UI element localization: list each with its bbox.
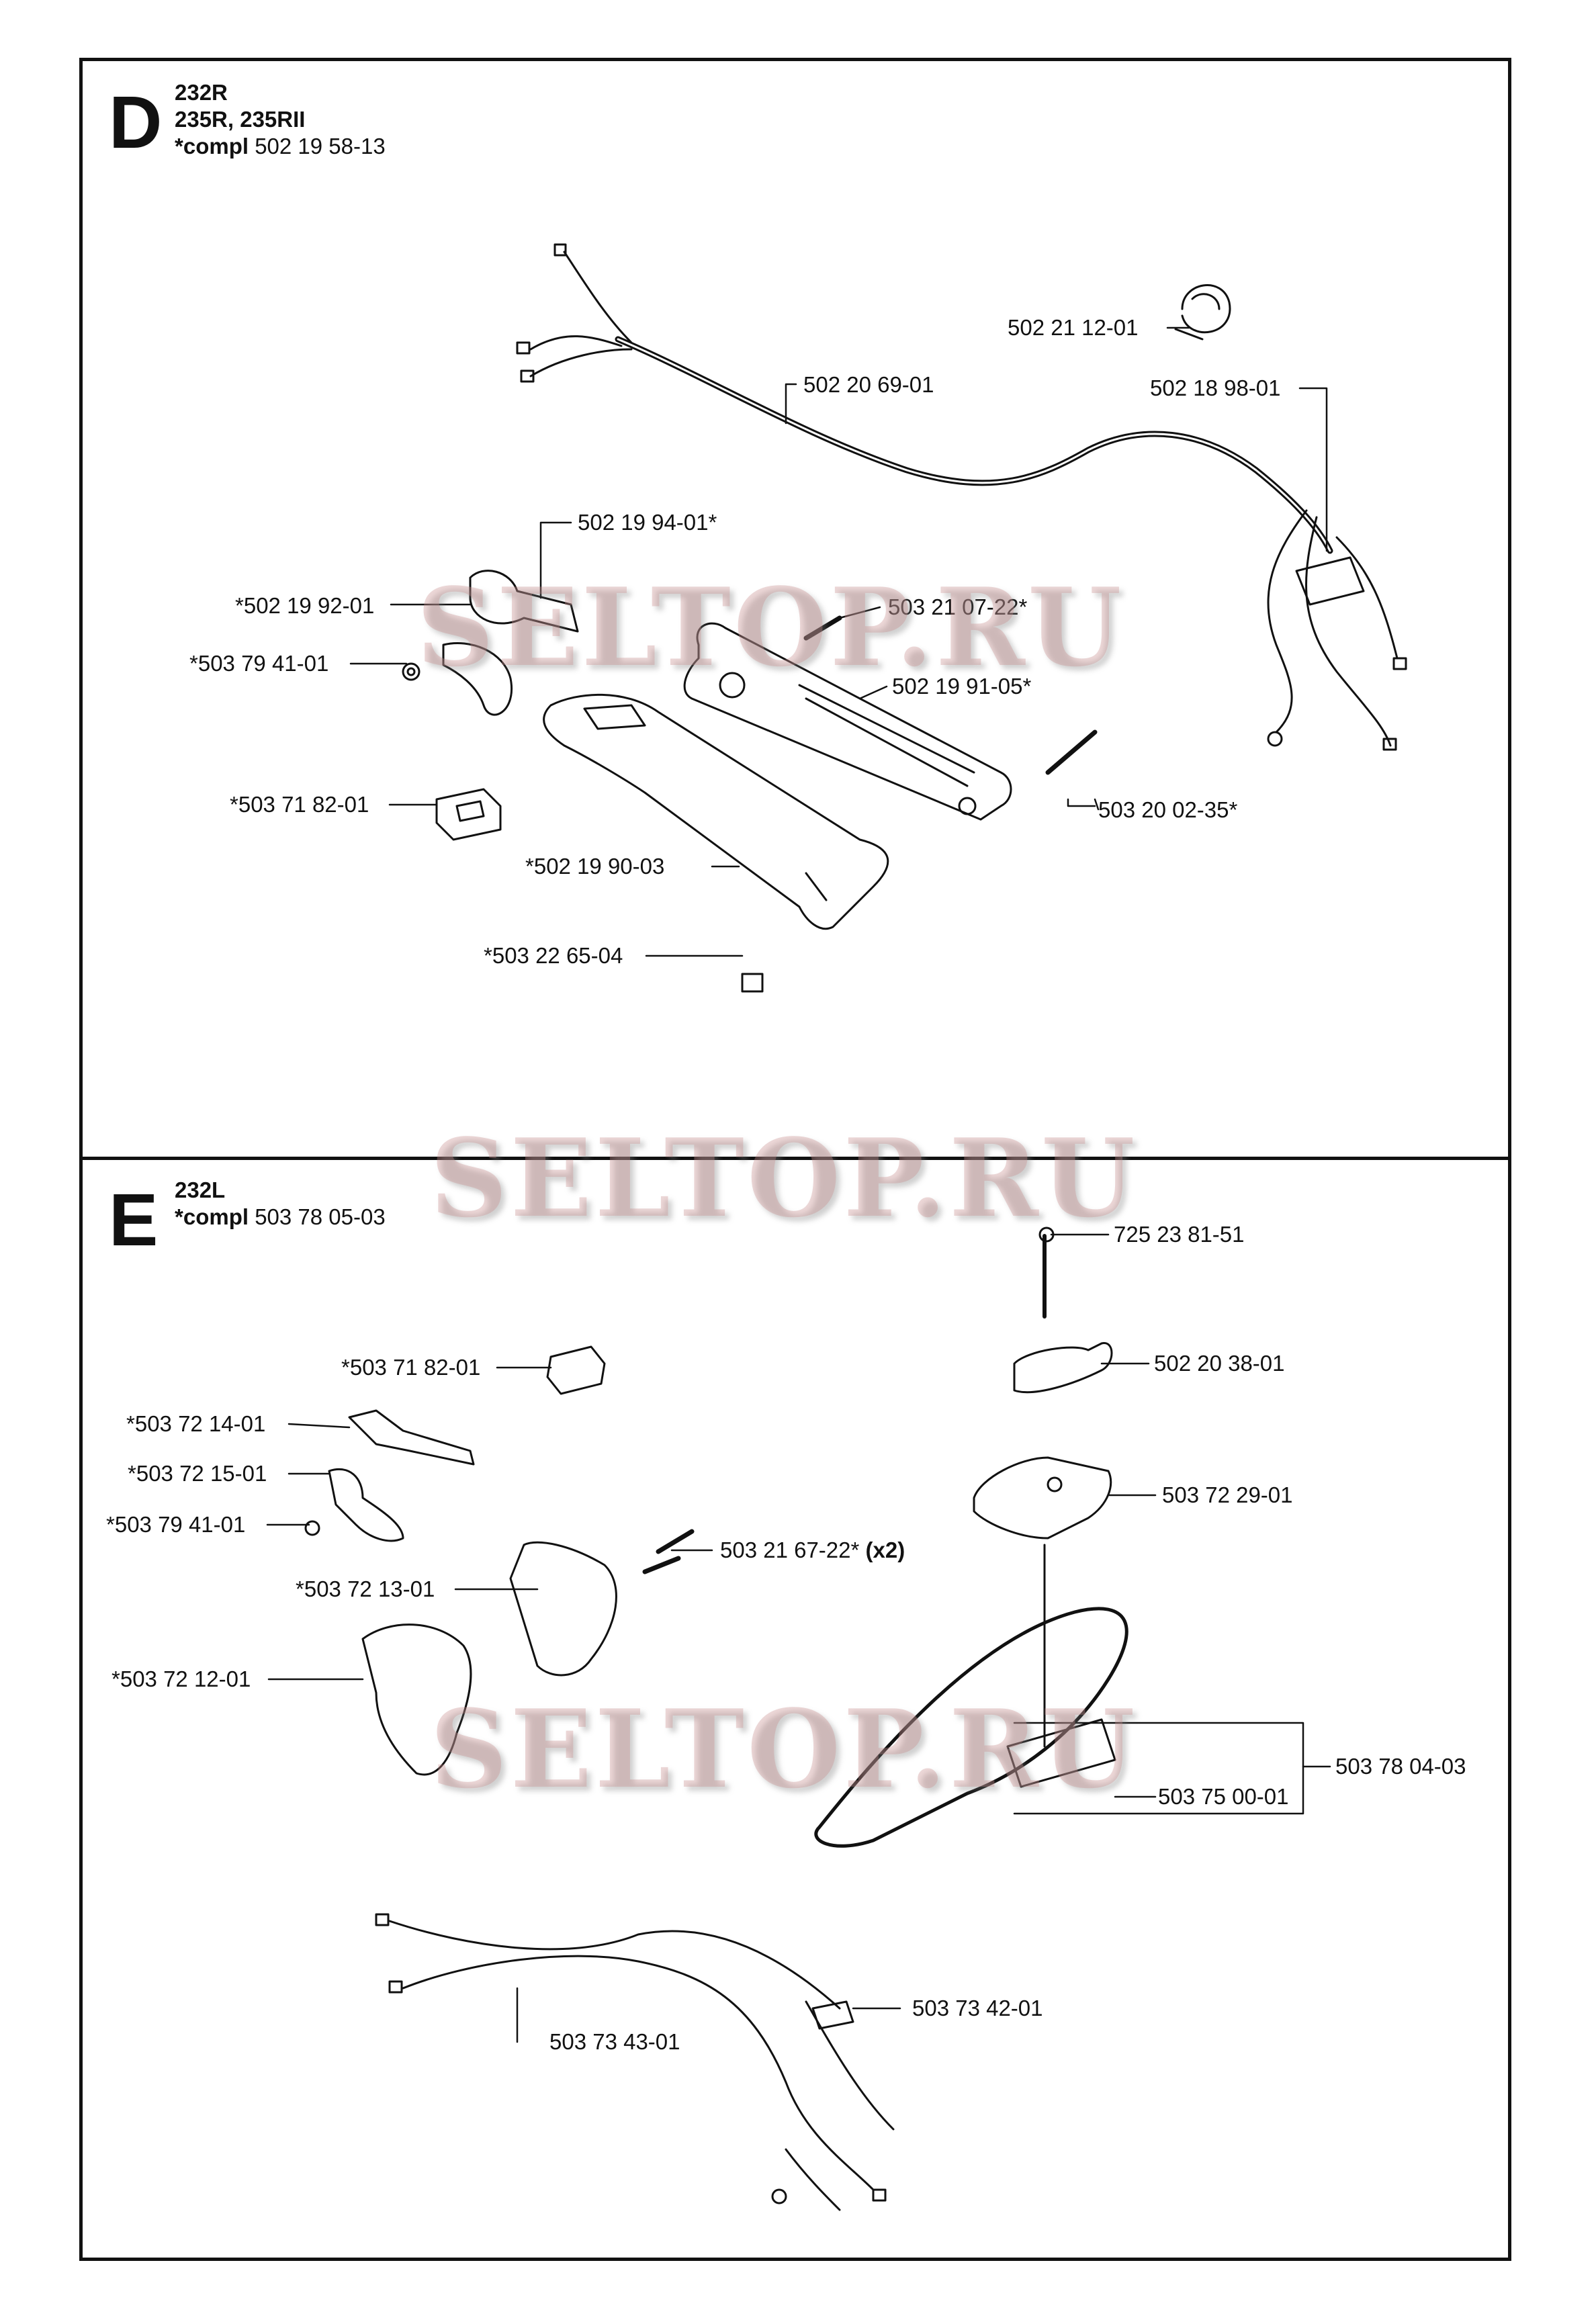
leader-lines [266, 326, 1331, 2043]
part-label: 503 73 42-01 [912, 1996, 1043, 2020]
section-e-model-1: 232L [175, 1177, 226, 1202]
part-label: 725 23 81-51 [1114, 1222, 1245, 1247]
part-label: *502 19 90-03 [525, 854, 665, 879]
part-label: *503 72 15-01 [128, 1461, 267, 1486]
part-label: *503 72 13-01 [296, 1576, 435, 1601]
quantity: (x2) [865, 1538, 905, 1562]
part-label: 502 21 12-01 [1008, 315, 1139, 340]
throttle-cable-d [516, 243, 1407, 751]
section-d-header: 232R 235R, 235RII *compl 502 19 58-13 [175, 79, 386, 160]
part-label: 502 19 94-01* [578, 510, 717, 535]
part-label: 502 20 38-01 [1154, 1351, 1285, 1376]
wiring-e [375, 1913, 895, 2211]
clamp-e [973, 1456, 1112, 1540]
loop-handle-e [814, 1544, 1128, 1848]
part-label: 503 78 04-03 [1335, 1754, 1466, 1779]
cable-clip [1174, 284, 1231, 341]
section-letter-d: D [109, 81, 163, 164]
part-label: 503 21 07-22* [888, 594, 1028, 619]
section-letter-e: E [109, 1179, 159, 1261]
part-label: 503 20 02-35* [1098, 797, 1238, 822]
screws-d [741, 615, 1098, 993]
watermark: SELTOP.RU [430, 1686, 1138, 1812]
part-label: *503 22 65-04 [484, 943, 623, 968]
part-label: 502 19 91-05* [892, 674, 1032, 699]
handle-half-right [683, 622, 1012, 821]
section-d-compl-number: 502 19 58-13 [255, 134, 386, 159]
part-label-with-qty: 503 21 67-22* (x2) [720, 1538, 905, 1562]
part-label: 502 18 98-01 [1150, 375, 1281, 400]
part-label: *503 72 14-01 [126, 1411, 266, 1436]
section-e-compl-prefix: *compl [175, 1204, 249, 1229]
part-label: *503 79 41-01 [106, 1512, 246, 1537]
part-label: 503 75 00-01 [1158, 1784, 1289, 1809]
part-label: 503 72 29-01 [1162, 1482, 1293, 1507]
part-label: 502 20 69-01 [803, 372, 934, 397]
trigger-parts-e [304, 1345, 606, 1542]
stop-switch-d [435, 788, 502, 841]
part-label: 503 73 43-01 [549, 2029, 680, 2054]
section-divider [79, 1157, 1511, 1160]
part-label: *502 19 92-01 [235, 593, 375, 618]
section-d-model-2: 235R, 235RII [175, 107, 306, 132]
section-d-compl-prefix: *compl [175, 134, 249, 159]
part-number: 503 21 67-22* [720, 1538, 860, 1562]
section-e-header: 232L *compl 503 78 05-03 [175, 1177, 386, 1231]
part-label: *503 79 41-01 [189, 651, 329, 676]
watermark: SELTOP.RU [416, 564, 1124, 691]
watermark: SELTOP.RU [430, 1115, 1138, 1241]
handle-half-left [543, 693, 889, 930]
section-d-model-1: 232R [175, 80, 228, 105]
section-e-compl-number: 503 78 05-03 [255, 1204, 386, 1229]
part-label: *503 71 82-01 [230, 792, 369, 817]
knob-e [1013, 1342, 1113, 1394]
part-label: *503 72 12-01 [112, 1666, 251, 1691]
handle-cover-e [361, 1529, 695, 1776]
part-label: *503 71 82-01 [341, 1355, 481, 1380]
trigger-parts-d [402, 570, 579, 716]
